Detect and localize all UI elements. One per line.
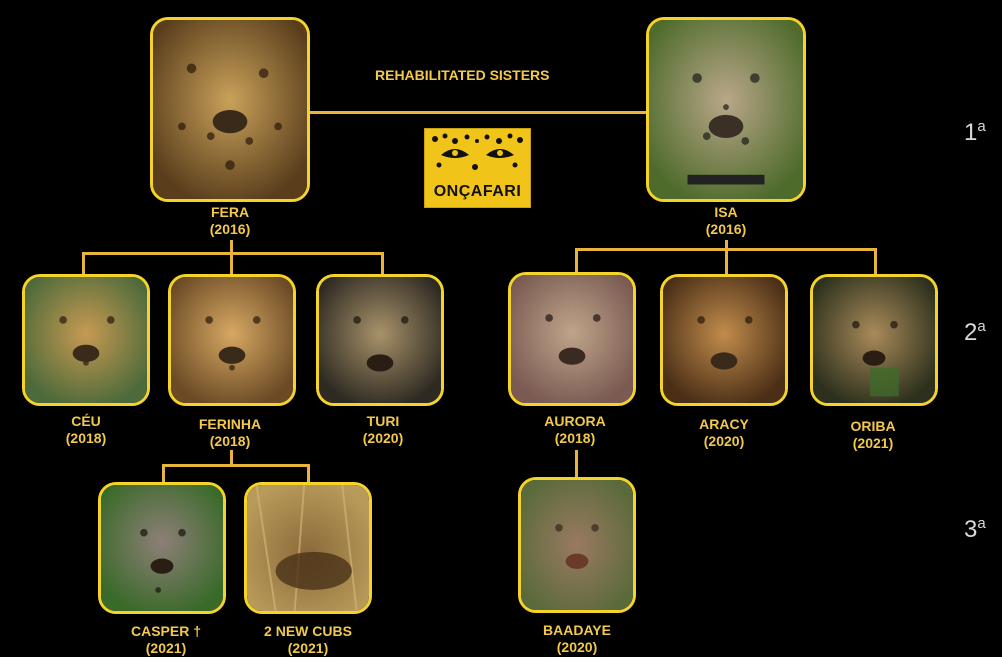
new-cubs-drop bbox=[307, 464, 310, 482]
oriba-year: (2021) bbox=[850, 435, 895, 452]
aurora-drop bbox=[575, 248, 578, 272]
jaguar-eyes-icon bbox=[425, 129, 530, 179]
isa-photo bbox=[646, 17, 806, 202]
ceu-label: CÉU(2018) bbox=[66, 413, 106, 447]
new-cubs-year: (2021) bbox=[264, 640, 352, 657]
aracy-drop bbox=[725, 248, 728, 274]
ceu-drop bbox=[82, 252, 85, 274]
casper-photo bbox=[98, 482, 226, 614]
new-cubs-photo bbox=[244, 482, 372, 614]
oncafari-logo: ONÇAFARI bbox=[424, 128, 531, 208]
ferinha-year: (2018) bbox=[199, 433, 261, 450]
casper-year: (2021) bbox=[131, 640, 201, 657]
baadaye-photo bbox=[518, 477, 636, 613]
fera-children-bar bbox=[82, 252, 384, 255]
ceu-photo bbox=[22, 274, 150, 406]
turi-label: TURI(2020) bbox=[363, 413, 403, 447]
ferinha-children-bar bbox=[162, 464, 310, 467]
oriba-drop bbox=[874, 248, 877, 274]
turi-drop bbox=[381, 252, 384, 274]
turi-photo bbox=[316, 274, 444, 406]
casper-drop bbox=[162, 464, 165, 482]
logo-text: ONÇAFARI bbox=[425, 183, 530, 201]
generation-3-label: 3a bbox=[964, 515, 986, 544]
ceu-name: CÉU bbox=[66, 413, 106, 430]
oriba-name: ORIBA bbox=[850, 418, 895, 435]
isa-name: ISA bbox=[706, 204, 746, 221]
fera-photo bbox=[150, 17, 310, 202]
aurora-name: AURORA bbox=[544, 413, 605, 430]
casper-label: CASPER †(2021) bbox=[131, 623, 201, 657]
oriba-label: ORIBA(2021) bbox=[850, 418, 895, 452]
new-cubs-label: 2 NEW CUBS(2021) bbox=[264, 623, 352, 657]
oriba-photo bbox=[810, 274, 938, 406]
aracy-year: (2020) bbox=[699, 433, 749, 450]
aurora-stem bbox=[575, 450, 578, 478]
casper-name: CASPER † bbox=[131, 623, 201, 640]
diagram-title: REHABILITATED SISTERS bbox=[375, 67, 550, 83]
new-cubs-name: 2 NEW CUBS bbox=[264, 623, 352, 640]
fera-name: FERA bbox=[210, 204, 250, 221]
ferinha-label: FERINHA(2018) bbox=[199, 416, 261, 450]
aurora-year: (2018) bbox=[544, 430, 605, 447]
generation-1-label: 1a bbox=[964, 118, 986, 147]
fera-year: (2016) bbox=[210, 221, 250, 238]
ferinha-name: FERINHA bbox=[199, 416, 261, 433]
turi-name: TURI bbox=[363, 413, 403, 430]
ceu-year: (2018) bbox=[66, 430, 106, 447]
fera-label: FERA(2016) bbox=[210, 204, 250, 238]
baadaye-year: (2020) bbox=[543, 639, 611, 656]
baadaye-name: BAADAYE bbox=[543, 622, 611, 639]
aracy-photo bbox=[660, 274, 788, 406]
turi-year: (2020) bbox=[363, 430, 403, 447]
isa-year: (2016) bbox=[706, 221, 746, 238]
ferinha-drop bbox=[230, 252, 233, 274]
aurora-label: AURORA(2018) bbox=[544, 413, 605, 447]
isa-label: ISA(2016) bbox=[706, 204, 746, 238]
generation-2-label: 2a bbox=[964, 318, 986, 347]
ferinha-photo bbox=[168, 274, 296, 406]
aurora-photo bbox=[508, 272, 636, 406]
aracy-name: ARACY bbox=[699, 416, 749, 433]
aracy-label: ARACY(2020) bbox=[699, 416, 749, 450]
sisters-connector bbox=[310, 111, 648, 114]
